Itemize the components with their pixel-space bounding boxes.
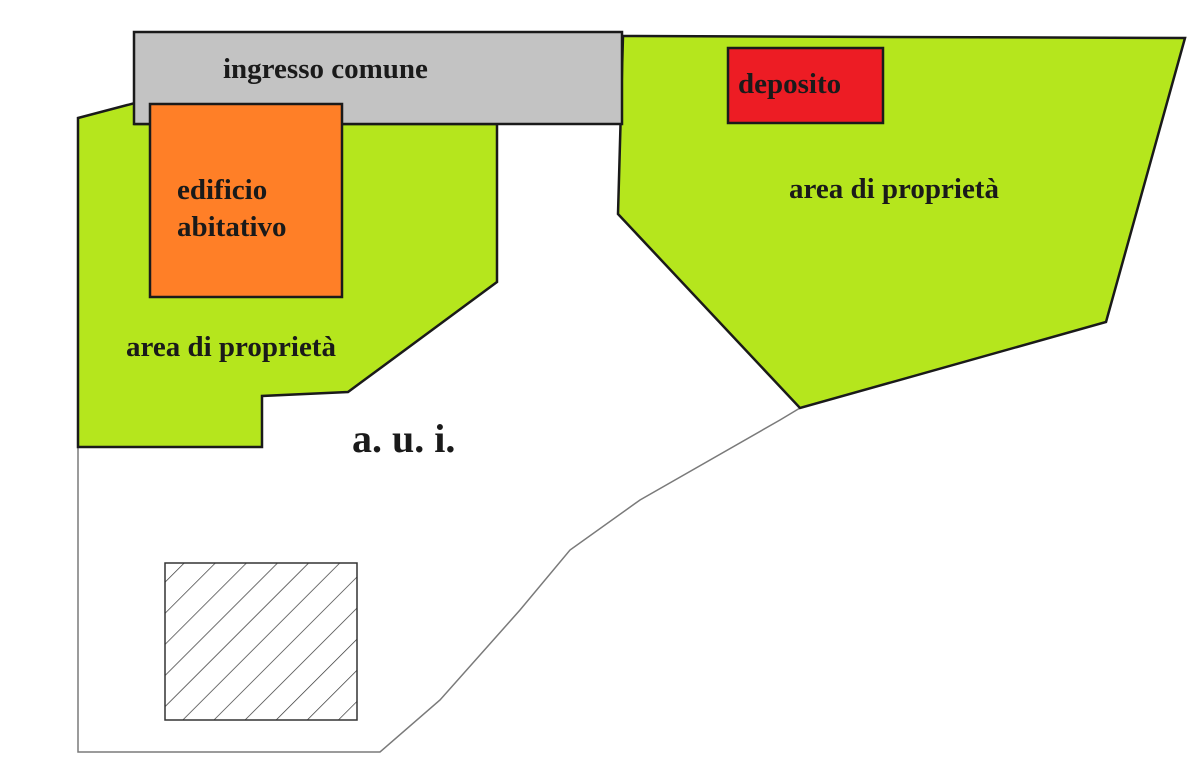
property-area-right (616, 34, 1187, 410)
hatched-area (164, 562, 358, 721)
aui-area-outline (77, 407, 801, 753)
property-area-right-label: area di proprietà (789, 173, 999, 205)
property-area-left-label: area di proprietà (126, 331, 336, 363)
aui-label: a. u. i. (352, 416, 455, 461)
building-label-line1: edificio (177, 174, 267, 206)
storage-label: deposito (738, 68, 841, 100)
common-entrance-label: ingresso comune (223, 53, 428, 85)
residential-building (148, 102, 344, 299)
building-label-line2: abitativo (177, 211, 287, 243)
storage-building (726, 46, 885, 125)
